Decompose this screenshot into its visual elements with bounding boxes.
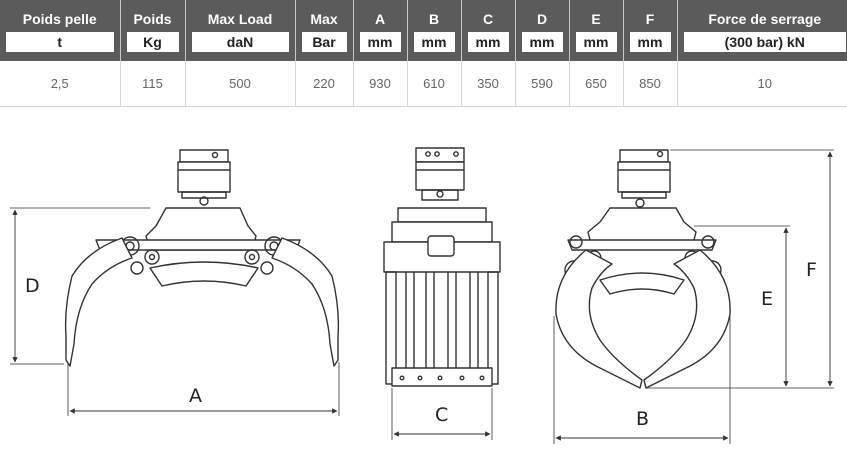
dim-label-B: B bbox=[636, 408, 649, 430]
table-cell: 350 bbox=[461, 61, 516, 107]
header-label: Max bbox=[310, 11, 338, 27]
header-unit: t bbox=[6, 32, 114, 52]
header-cell: Force de serrage (300 bar) kN bbox=[677, 0, 847, 61]
header-label: E bbox=[591, 11, 601, 27]
header-unit: mm bbox=[521, 32, 563, 52]
header-cell: Max Load daN bbox=[185, 0, 296, 61]
header-label: B bbox=[428, 11, 440, 27]
header-unit: Kg bbox=[126, 32, 179, 52]
right-jaw bbox=[271, 237, 340, 367]
header-label: Max Load bbox=[207, 11, 273, 27]
table-cell: 115 bbox=[120, 61, 186, 107]
header-unit: mm bbox=[413, 32, 455, 52]
closed-view bbox=[555, 149, 731, 389]
dimension-F bbox=[670, 149, 834, 389]
rotator-body bbox=[617, 149, 671, 208]
header-unit: mm bbox=[629, 32, 671, 52]
grapple-frame bbox=[95, 207, 301, 287]
table-cell: 500 bbox=[185, 61, 296, 107]
table-cell: 220 bbox=[295, 61, 354, 107]
side-view bbox=[383, 147, 501, 387]
dimension-B bbox=[553, 316, 731, 444]
side-frame bbox=[383, 207, 501, 387]
dim-label-A: A bbox=[189, 385, 202, 407]
header-unit: daN bbox=[191, 32, 289, 52]
header-label: C bbox=[482, 11, 494, 27]
header-unit: Bar bbox=[301, 32, 347, 52]
table-cell: 590 bbox=[515, 61, 570, 107]
closed-jaw-left bbox=[555, 249, 643, 389]
table-cell: 10 bbox=[677, 61, 847, 107]
technical-drawing: D A bbox=[10, 147, 834, 444]
dim-label-E: E bbox=[761, 288, 773, 310]
table-cell: 610 bbox=[407, 61, 462, 107]
header-label: Force de serrage bbox=[708, 11, 822, 27]
header-label: A bbox=[374, 11, 386, 27]
table-row: 2,5 115 500 220 930 610 350 590 650 850 … bbox=[0, 61, 847, 107]
left-jaw bbox=[64, 237, 133, 367]
dim-label-C: C bbox=[435, 404, 448, 426]
closed-frame bbox=[564, 207, 722, 295]
header-unit: mm bbox=[467, 32, 509, 52]
table-cell: 2,5 bbox=[0, 61, 121, 107]
closed-jaw-right bbox=[643, 249, 731, 389]
header-unit: (300 bar) kN bbox=[683, 32, 846, 52]
front-view bbox=[64, 149, 340, 367]
header-cell: Poids pelle t bbox=[0, 0, 121, 61]
header-unit: mm bbox=[575, 32, 617, 52]
dimension-C bbox=[391, 388, 493, 440]
header-label: Poids bbox=[133, 11, 172, 27]
table-cell: 650 bbox=[569, 61, 624, 107]
table-cell: 930 bbox=[353, 61, 408, 107]
header-unit: mm bbox=[359, 32, 401, 52]
header-label: Poids pelle bbox=[22, 11, 97, 27]
header-label: D bbox=[536, 11, 548, 27]
header-label: F bbox=[645, 11, 655, 27]
rotator-body bbox=[177, 149, 231, 206]
dimension-D bbox=[10, 207, 150, 365]
rotator-body bbox=[415, 147, 465, 201]
dim-label-D: D bbox=[25, 275, 40, 297]
dimension-A bbox=[67, 362, 340, 416]
table-cell: 850 bbox=[623, 61, 678, 107]
dim-label-F: F bbox=[806, 259, 817, 281]
dimension-E bbox=[646, 225, 790, 389]
